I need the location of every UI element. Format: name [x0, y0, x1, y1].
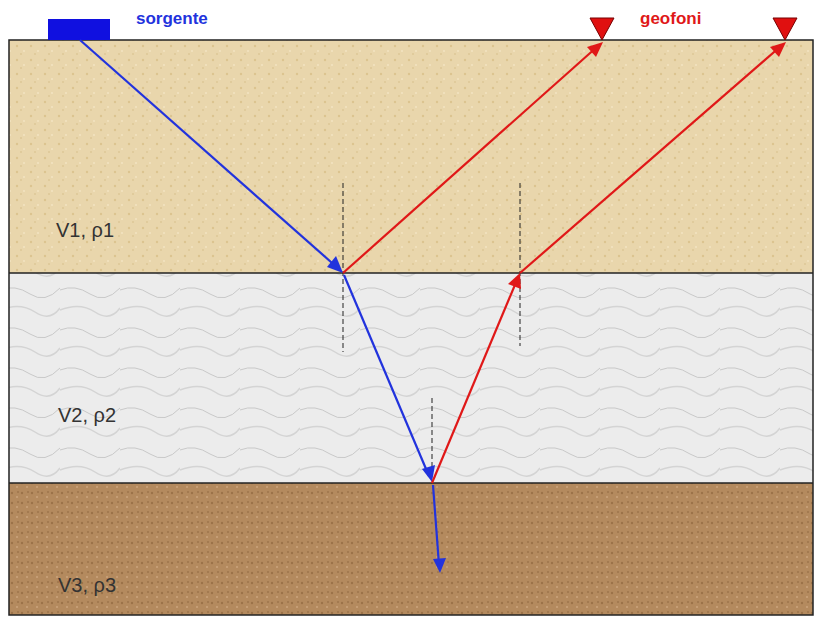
- rock-layer: V3, ρ3: [9, 483, 813, 615]
- ray-arrowhead: [327, 256, 446, 573]
- rock-layer: V2, ρ2: [9, 273, 813, 483]
- ray-arrowhead: [508, 42, 786, 289]
- layer-fill: [9, 40, 813, 273]
- reflected-ray: [343, 46, 781, 483]
- normal-lines: [343, 183, 520, 478]
- top-label: geofoni: [640, 9, 701, 29]
- layer-fill: [9, 483, 813, 615]
- layer-label: V3, ρ3: [58, 574, 116, 597]
- interface-line: [9, 272, 813, 274]
- interface-line: [9, 482, 813, 484]
- geophone-symbol: [590, 18, 614, 40]
- source-symbol: [48, 19, 110, 40]
- layer-label: V1, ρ1: [56, 219, 114, 242]
- geophone-symbol: [773, 18, 797, 40]
- rock-layer: V1, ρ1: [9, 40, 813, 273]
- incident-ray: [80, 40, 439, 565]
- top-label: sorgente: [136, 9, 208, 29]
- layer-fill: [9, 273, 813, 483]
- layer-label: V2, ρ2: [58, 404, 116, 427]
- section-border: [9, 40, 813, 615]
